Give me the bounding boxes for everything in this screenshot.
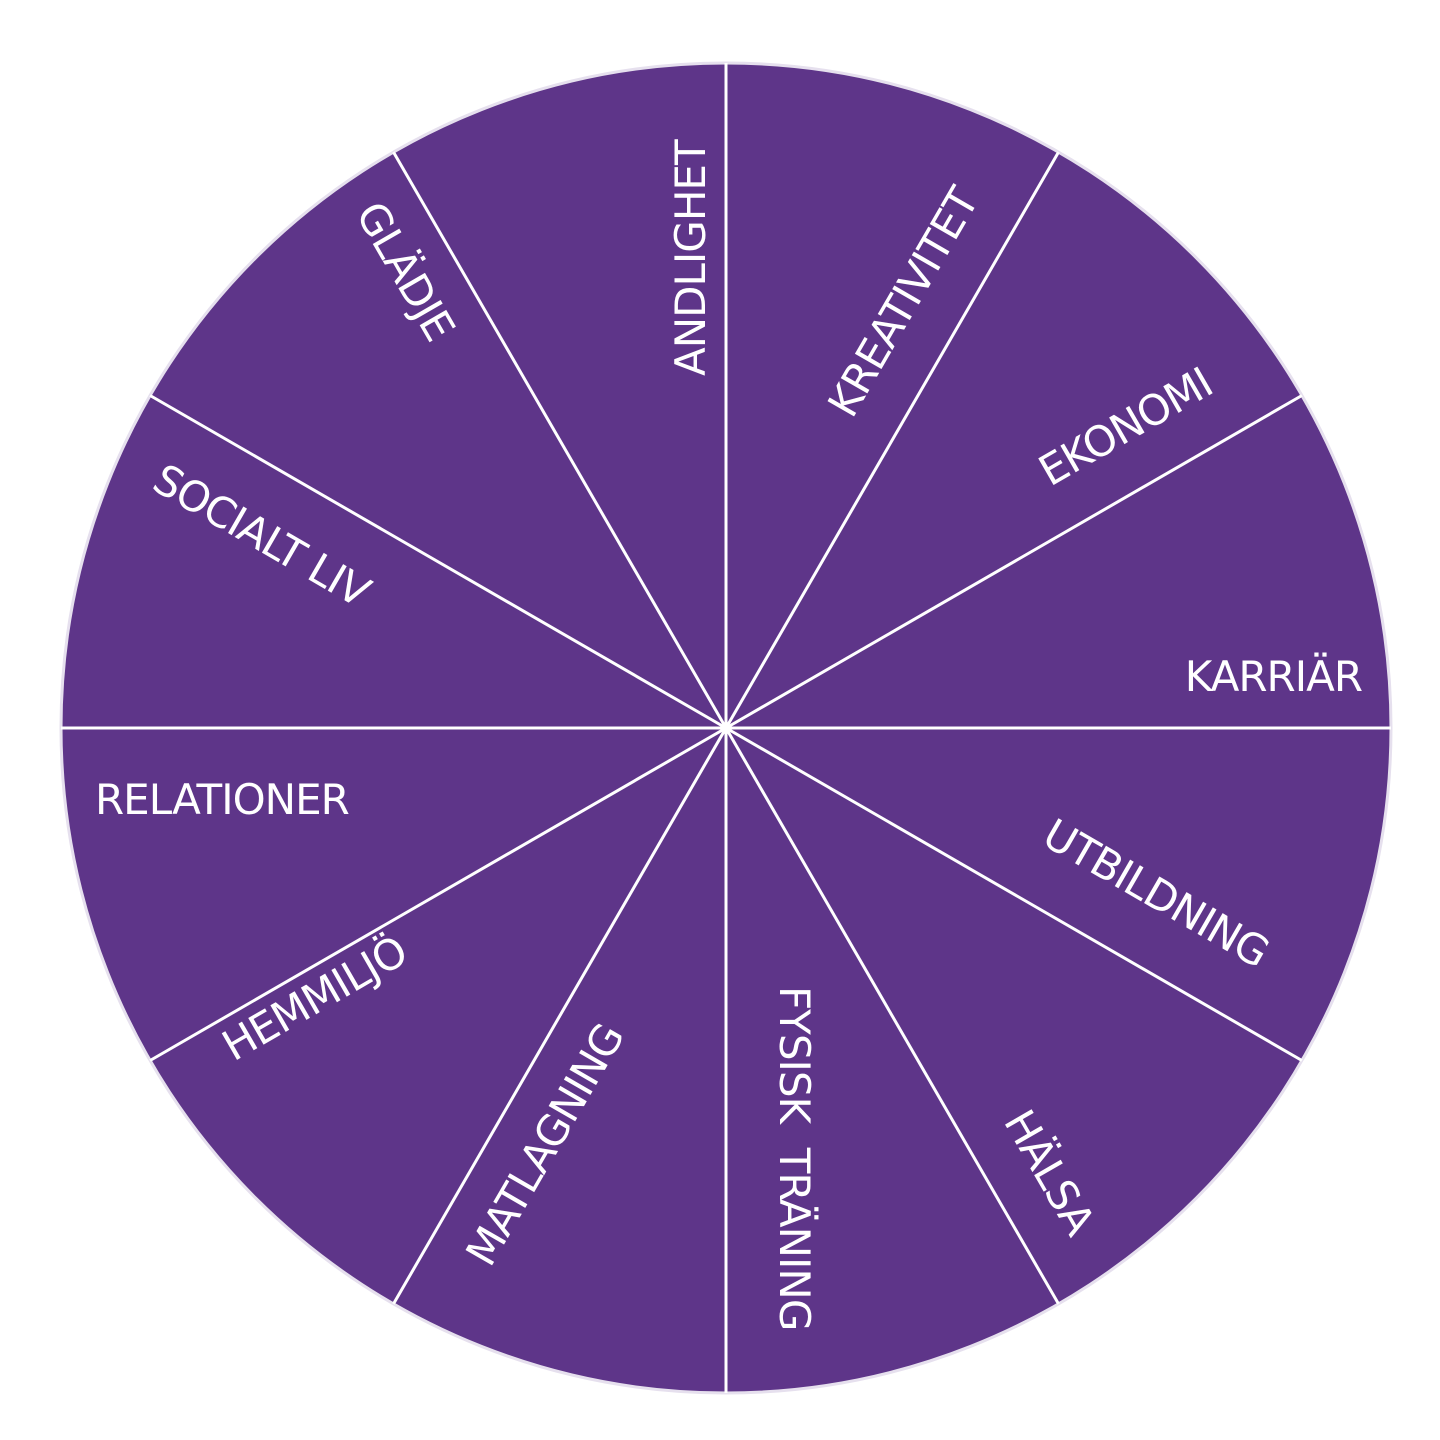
wheel-divider xyxy=(149,394,727,730)
wheel-dividers xyxy=(61,63,1391,1393)
wheel-divider xyxy=(392,727,728,1305)
wheel-divider xyxy=(724,151,1060,729)
segment-label-karriar: KARRIÄR xyxy=(1185,651,1362,701)
wheel-divider xyxy=(725,726,1303,1062)
wheel-divider xyxy=(392,151,728,729)
wheel-divider xyxy=(724,727,1060,1305)
wheel-divider xyxy=(725,394,1303,730)
segment-label-fysisk-traning: FYSISK TRÄNING xyxy=(770,986,820,1330)
wheel-divider xyxy=(149,726,727,1062)
segment-label-relationer: RELATIONER xyxy=(95,775,349,824)
segment-label-andlighet: ANDLIGHET xyxy=(666,139,715,376)
